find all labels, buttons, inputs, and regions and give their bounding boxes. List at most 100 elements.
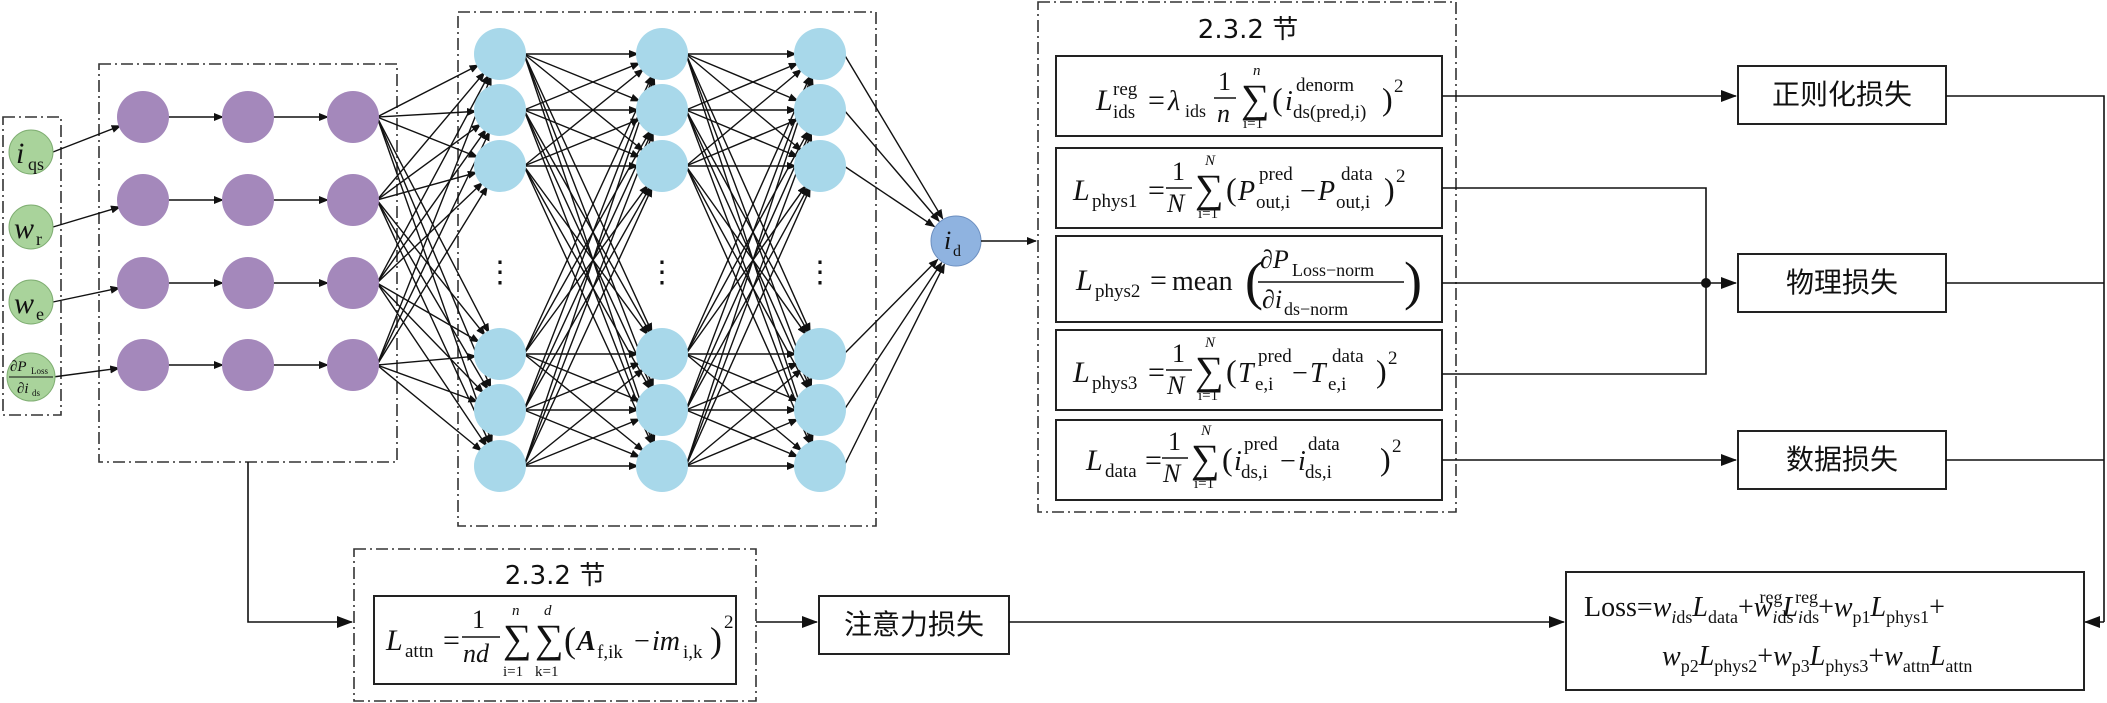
output-edge — [843, 109, 940, 222]
dense-edge — [685, 130, 810, 355]
formula-group-frame — [1037, 1, 1457, 513]
svg-text:∑: ∑ — [1241, 76, 1270, 121]
dense-edge — [685, 53, 811, 333]
blue-node — [474, 140, 526, 192]
svg-text:i=1: i=1 — [1198, 206, 1218, 222]
svg-text:2: 2 — [1392, 436, 1402, 457]
svg-text:−: − — [1292, 358, 1308, 389]
dense-edge — [376, 116, 493, 445]
dense-edge — [685, 53, 803, 152]
input-edge — [52, 125, 122, 153]
svg-text:n: n — [1217, 99, 1230, 128]
svg-text:f,ik: f,ik — [597, 642, 623, 663]
phys1-connector — [1442, 187, 1707, 375]
dense-edge — [523, 75, 656, 467]
dense-edge — [523, 368, 645, 467]
svg-text:data: data — [1341, 164, 1373, 185]
dense-edge — [685, 131, 813, 467]
blue-node — [794, 84, 846, 136]
svg-text:N: N — [1166, 189, 1186, 218]
svg-text:mean: mean — [1172, 266, 1233, 297]
purple-node — [222, 339, 274, 391]
formula-box-reg — [1055, 55, 1443, 137]
purple-node — [117, 257, 169, 309]
formula-phys1: L phys1 = 1 N N ∑ i=1 ( P pred out,i − P… — [1072, 153, 1406, 222]
blue-node — [794, 384, 846, 436]
svg-text:phys1: phys1 — [1092, 191, 1137, 212]
purple-node — [222, 257, 274, 309]
dense-edge — [376, 123, 482, 201]
formula-box-phys1 — [1055, 147, 1443, 229]
sum-symbol-1: ∑ — [503, 616, 532, 661]
svg-text:ids: ids — [1113, 102, 1135, 123]
svg-text:reg: reg — [1113, 79, 1138, 100]
dense-edge — [376, 185, 488, 366]
blue-node — [636, 384, 688, 436]
dense-edge — [376, 71, 486, 201]
svg-text:P: P — [1237, 176, 1255, 207]
formula-box-data — [1055, 419, 1443, 501]
loss-box-attn — [818, 595, 1010, 655]
dense-edge — [523, 109, 651, 334]
svg-text:=: = — [1148, 84, 1165, 117]
svg-text:i=1: i=1 — [503, 664, 523, 680]
loss-box-reg — [1737, 65, 1947, 125]
formula-data: L data = 1 N N ∑ i=1 ( i pred ds,i − i d… — [1085, 423, 1402, 492]
svg-text:N: N — [1204, 153, 1216, 169]
dense-edge — [376, 128, 487, 284]
dense-edge — [685, 353, 803, 452]
formula-phys3: L phys3 = 1 N N ∑ i=1 ( T pred e,i − T d… — [1072, 335, 1398, 404]
dense-edge — [523, 353, 645, 452]
dense-edge — [523, 53, 654, 389]
loss-box-data — [1737, 430, 1947, 490]
dense-edge — [685, 53, 813, 389]
dense-edge — [376, 364, 479, 403]
blue-node — [794, 28, 846, 80]
input-edge — [52, 285, 121, 303]
svg-text:out,i: out,i — [1336, 192, 1370, 213]
dense-edge — [685, 187, 811, 467]
svg-text:ds,i: ds,i — [1305, 462, 1332, 483]
svg-text:r: r — [36, 229, 42, 249]
blue-node — [474, 28, 526, 80]
loss-label-phys: 物理损失 — [1786, 266, 1898, 299]
svg-text:(: ( — [1226, 171, 1237, 207]
total-loss-formula: Loss=widsLdata+widsregLidsreg+wp1Lphys1+… — [1584, 587, 1972, 676]
svg-text:i: i — [16, 137, 24, 170]
purple-node — [222, 91, 274, 143]
output-node-id: i d — [930, 215, 982, 267]
dense-edge — [685, 362, 799, 411]
svg-text:ids: ids — [1185, 101, 1206, 121]
loss-label-reg: 正则化损失 — [1772, 78, 1912, 111]
svg-text:∑: ∑ — [1191, 436, 1220, 481]
svg-text:L: L — [1095, 84, 1113, 117]
purple-node — [327, 91, 379, 143]
formula-box-phys3 — [1055, 329, 1443, 411]
svg-text:1: 1 — [1218, 67, 1231, 96]
input-node-iqs: i qs — [8, 129, 54, 175]
svg-text:n: n — [1253, 63, 1261, 79]
output-edge — [843, 165, 936, 228]
svg-text:1: 1 — [1168, 427, 1181, 456]
svg-text:−: − — [634, 626, 650, 657]
svg-text:): ) — [1376, 353, 1387, 389]
svg-text:w: w — [14, 287, 34, 320]
svg-text:∂i: ∂i — [1262, 285, 1282, 314]
svg-text:1: 1 — [472, 605, 485, 634]
dense-edge — [523, 53, 645, 152]
blue-node — [794, 328, 846, 380]
svg-text:e,i: e,i — [1328, 374, 1346, 395]
svg-text:attn: attn — [405, 641, 434, 662]
svg-text:wp2Lphys2+wp3Lphys3+wattnLattn: wp2Lphys2+wp3Lphys3+wattnLattn — [1662, 641, 1972, 676]
dense-edge — [685, 109, 810, 334]
svg-text:2: 2 — [1396, 166, 1406, 187]
sum-symbol-2: ∑ — [535, 616, 564, 661]
svg-text:L: L — [1072, 356, 1090, 389]
svg-text:−: − — [1300, 176, 1316, 207]
svg-text:phys3: phys3 — [1092, 373, 1137, 394]
dense-edge — [376, 116, 479, 158]
input-node-we: w e — [8, 279, 54, 325]
loss-label-data: 数据损失 — [1786, 443, 1898, 476]
dense-edge — [685, 75, 814, 467]
blue-node — [474, 440, 526, 492]
